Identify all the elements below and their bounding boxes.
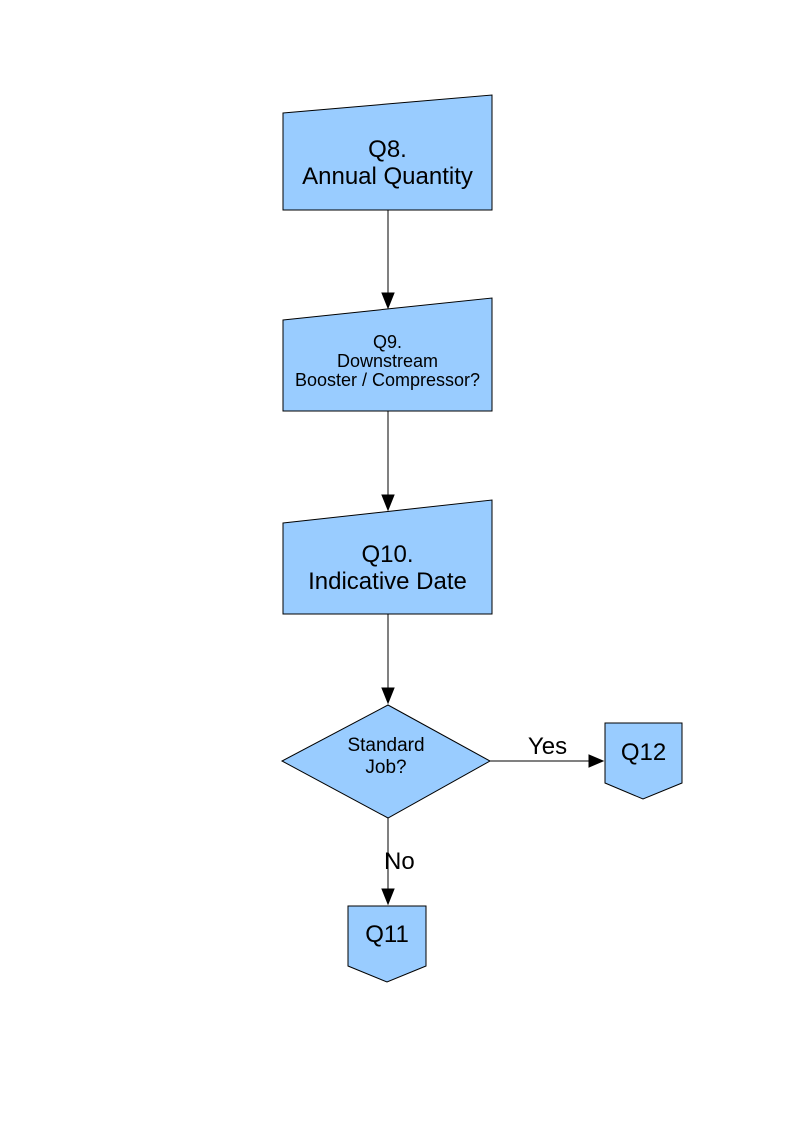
edge-no-label: No <box>384 848 415 875</box>
node-q10-label: Q10. Indicative Date <box>283 541 492 595</box>
arrowhead-q10-decision <box>381 687 395 705</box>
node-q8-label: Q8. Annual Quantity <box>283 136 492 190</box>
arrowhead-q9-q10 <box>381 494 395 512</box>
node-q9-title: Q9. <box>372 332 402 352</box>
node-q11-shape <box>347 905 427 983</box>
node-decision-line1: Standard <box>347 735 425 756</box>
node-q9-line2: Downstream <box>336 351 439 371</box>
node-q10-subtitle: Indicative Date <box>308 568 467 595</box>
node-q9-label: Q9. Downstream Booster / Compressor? <box>283 333 492 390</box>
node-q8-subtitle: Annual Quantity <box>302 163 473 190</box>
node-q9-line3: Booster / Compressor? <box>294 370 481 390</box>
node-q8-title: Q8. <box>368 136 407 163</box>
arrowhead-decision-q12 <box>588 754 605 768</box>
arrowhead-q8-q9 <box>381 292 395 310</box>
node-q10-title: Q10. <box>361 541 414 568</box>
node-q12-shape <box>604 722 683 800</box>
node-q12-label: Q12 <box>620 739 667 766</box>
node-decision-line2: Job? <box>365 757 407 778</box>
node-q8-shape <box>282 94 493 211</box>
node-decision-label: Standard Job? <box>282 735 490 779</box>
edge-yes-label: Yes <box>527 733 568 760</box>
arrowhead-decision-q11 <box>381 888 395 906</box>
node-q9-shape <box>282 297 493 412</box>
node-q10-shape <box>282 499 493 615</box>
node-q11-label: Q11 <box>365 921 409 948</box>
